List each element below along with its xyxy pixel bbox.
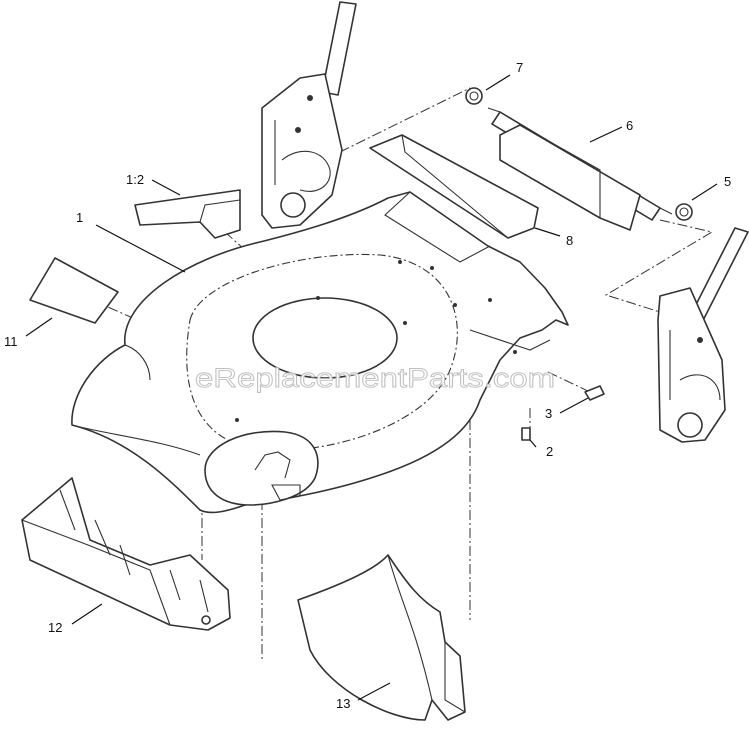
callout-2: 2 — [546, 444, 553, 459]
callout-6: 6 — [626, 118, 633, 133]
callout-5: 5 — [724, 174, 731, 189]
callout-8: 8 — [566, 233, 573, 248]
callout-7: 7 — [516, 60, 523, 75]
callout-labels: 1 1:2 2 3 5 6 7 8 11 12 13 — [4, 60, 731, 711]
callout-leaders — [25, 74, 718, 701]
rear-axle-assembly — [465, 87, 693, 231]
bolts — [521, 385, 605, 441]
left-height-adjuster — [261, 1, 357, 229]
callout-12: 12 — [48, 620, 62, 635]
part-12-base-frame — [21, 477, 231, 631]
watermark: eReplacementParts.com — [195, 363, 555, 393]
callout-3: 3 — [545, 406, 552, 421]
part-1-2-bracket — [134, 189, 241, 239]
part-13-chute — [297, 554, 466, 721]
callout-11: 11 — [4, 334, 18, 349]
callout-1-2: 1:2 — [126, 172, 144, 187]
right-height-adjuster — [657, 227, 749, 443]
mower-deck-housing — [71, 191, 569, 514]
part-11-plate — [29, 257, 119, 324]
callout-13: 13 — [336, 696, 350, 711]
rear-guard-bar — [369, 134, 539, 239]
callout-1: 1 — [76, 210, 83, 225]
